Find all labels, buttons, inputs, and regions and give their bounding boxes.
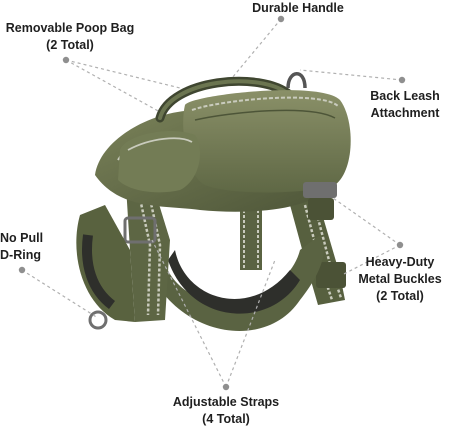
callout-straps: Adjustable Straps (4 Total) [158, 394, 294, 428]
callout-no-pull: No Pull D-Ring [0, 230, 58, 264]
callout-durable-handle: Durable Handle [238, 0, 358, 17]
callout-buckles-line2: Metal Buckles [358, 272, 442, 286]
callout-back-leash-line1: Back Leash [370, 89, 440, 103]
side-panel-left [76, 205, 135, 330]
buckle-right [303, 182, 337, 220]
callout-poop-bag: Removable Poop Bag (2 Total) [0, 20, 140, 54]
handle [155, 76, 295, 123]
callout-handle-line1: Durable Handle [252, 1, 344, 15]
chest-panel [140, 235, 324, 331]
back-leash-ring [286, 72, 307, 89]
callout-buckles: Heavy-Duty Metal Buckles (2 Total) [352, 254, 448, 305]
callout-straps-line2: (4 Total) [202, 412, 250, 426]
left-front-strap [123, 170, 170, 322]
callout-no-pull-line2: D-Ring [0, 248, 41, 262]
callout-poop-bag-line1: Removable Poop Bag [5, 21, 135, 35]
callout-dots [18, 15, 406, 391]
callout-no-pull-line1: No Pull [0, 231, 44, 245]
leader-lines [21, 18, 403, 388]
center-back-strap [240, 200, 262, 270]
pouch-left [118, 130, 200, 193]
callout-buckles-line3: (2 Total) [376, 289, 424, 303]
callout-straps-line1: Adjustable Straps [172, 395, 280, 409]
callout-poop-bag-line2: (2 Total) [46, 38, 94, 52]
callout-back-leash: Back Leash Attachment [360, 88, 450, 122]
callout-back-leash-line2: Attachment [370, 106, 440, 120]
pouch-main [183, 90, 351, 193]
callout-buckles-line1: Heavy-Duty [365, 255, 435, 269]
